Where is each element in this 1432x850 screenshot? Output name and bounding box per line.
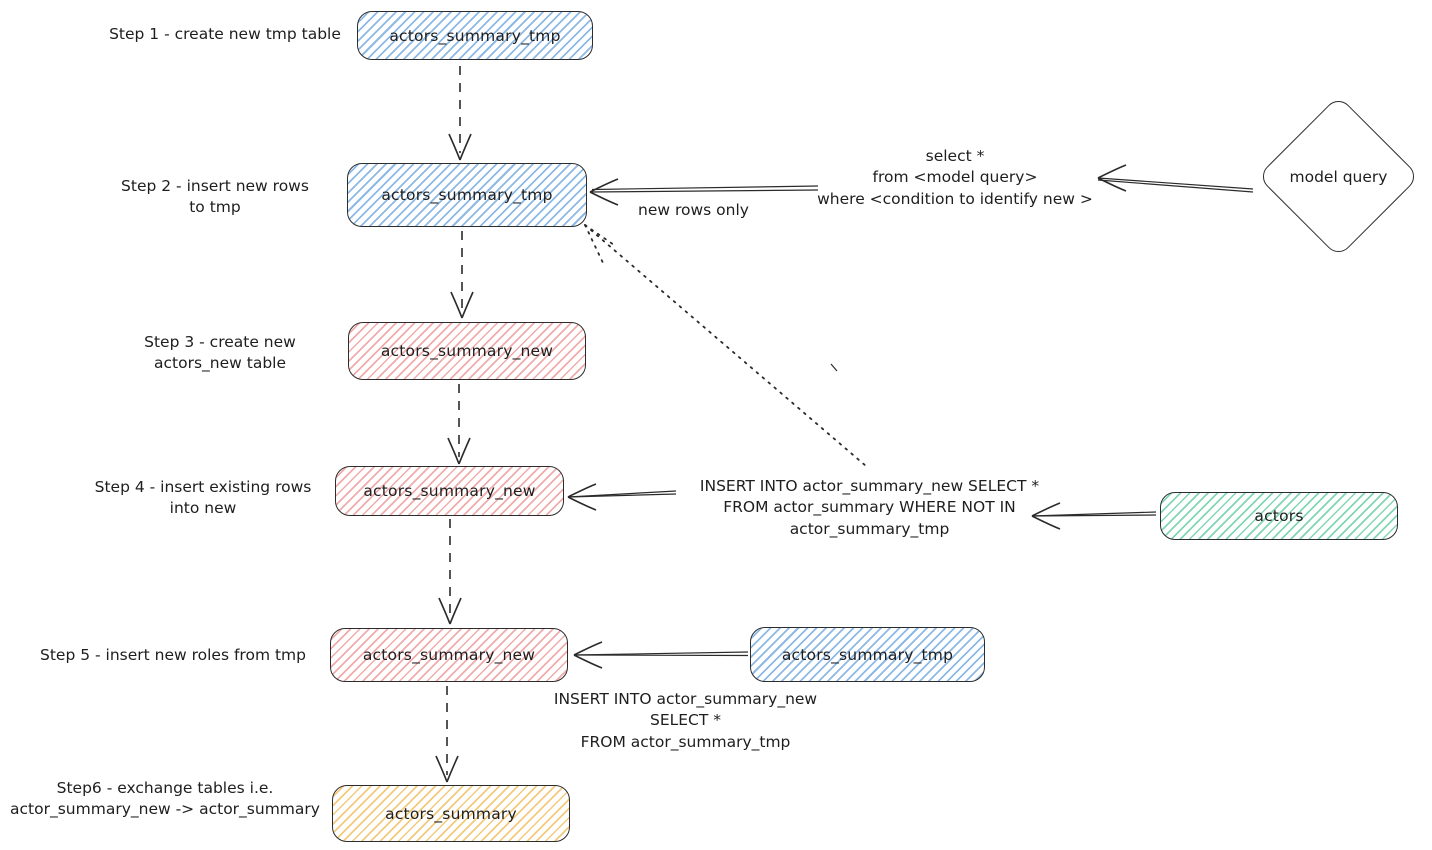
arrow-step1-to-step2 <box>448 66 472 161</box>
tmp-source-node: actors_summary_tmp <box>750 627 985 682</box>
step2-node: actors_summary_tmp <box>347 163 587 227</box>
step5-node-label: actors_summary_new <box>362 646 536 664</box>
step2-node-label: actors_summary_tmp <box>381 186 553 204</box>
model-query-label: model query <box>1289 167 1388 186</box>
step3-node: actors_summary_new <box>348 322 586 380</box>
step1-caption: Step 1 - create new tmp table <box>109 25 341 43</box>
step5-node: actors_summary_new <box>330 628 568 682</box>
step2-caption: Step 2 - insert new rows to tmp <box>121 177 309 217</box>
step3-caption: Step 3 - create new actors_new table <box>144 333 296 373</box>
step3-node-label: actors_summary_new <box>380 342 554 360</box>
step1-node-label: actors_summary_tmp <box>389 26 561 45</box>
tmp-source-node-label: actors_summary_tmp <box>781 645 954 664</box>
step4-node: actors_summary_new <box>335 466 564 516</box>
arrow-step4-to-step5 <box>438 519 462 625</box>
arrow-diamond-to-query <box>1097 164 1254 193</box>
step4-caption: Step 4 - insert existing rows into new <box>94 478 312 518</box>
step1-node: actors_summary_tmp <box>357 11 593 60</box>
new-rows-only-annotation: new rows only <box>638 201 749 219</box>
step6-node-label: actors_summary <box>385 804 517 823</box>
step4-node-label: actors_summary_new <box>363 482 536 500</box>
arrow-step2-to-step3 <box>450 231 474 319</box>
arrow-step3-to-step4 <box>447 384 471 465</box>
step6-caption: Step6 - exchange tables i.e. actor_summa… <box>10 779 320 819</box>
step5-caption: Step 5 - insert new roles from tmp <box>40 646 306 664</box>
stray-tick <box>830 363 838 372</box>
actors-node: actors <box>1160 492 1398 540</box>
dotted-link-insert-to-step2 <box>584 224 867 467</box>
arrow-step5-to-step6 <box>435 686 459 783</box>
step6-node: actors_summary <box>332 785 570 842</box>
arrow-insert-to-step4 <box>567 483 677 511</box>
model-query-diamond: model query <box>1257 95 1420 258</box>
insert-from-tmp-annotation: INSERT INTO actor_summary_new SELECT * F… <box>553 690 818 751</box>
insert-existing-annotation: INSERT INTO actor_summary_new SELECT * F… <box>699 477 1040 538</box>
actors-node-label: actors <box>1254 507 1304 525</box>
arrow-tmp-to-step5 <box>573 641 749 669</box>
select-query-annotation: select * from <model query> where <condi… <box>817 147 1093 208</box>
